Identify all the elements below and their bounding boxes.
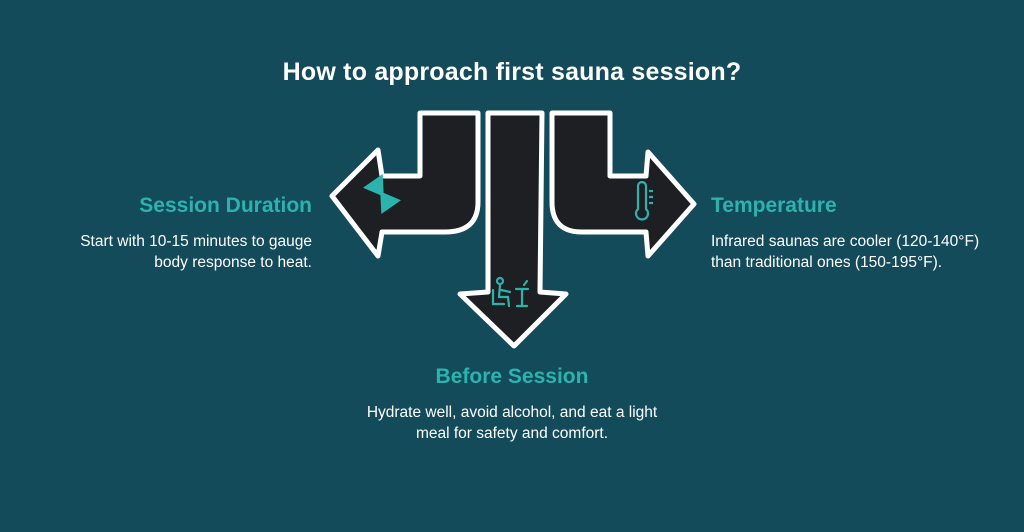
thermometer-icon [634,180,653,221]
person-at-table-icon [491,276,530,308]
before-session-description: Hydrate well, avoid alcohol, and eat a l… [366,404,658,442]
temperature-heading: Temperature [711,194,837,217]
right-arrow [549,110,697,259]
center-arrow [457,110,569,349]
before-session-heading: Before Session [435,365,589,388]
hourglass-icon [362,174,402,214]
left-arrow [329,110,481,259]
page-title: How to approach first sauna session? [282,58,742,86]
session-duration-description: Start with 10-15 minutes to gauge body r… [80,233,312,271]
session-duration-heading: Session Duration [139,194,312,217]
temperature-description: Infrared saunas are cooler (120-140°F) t… [711,233,980,271]
